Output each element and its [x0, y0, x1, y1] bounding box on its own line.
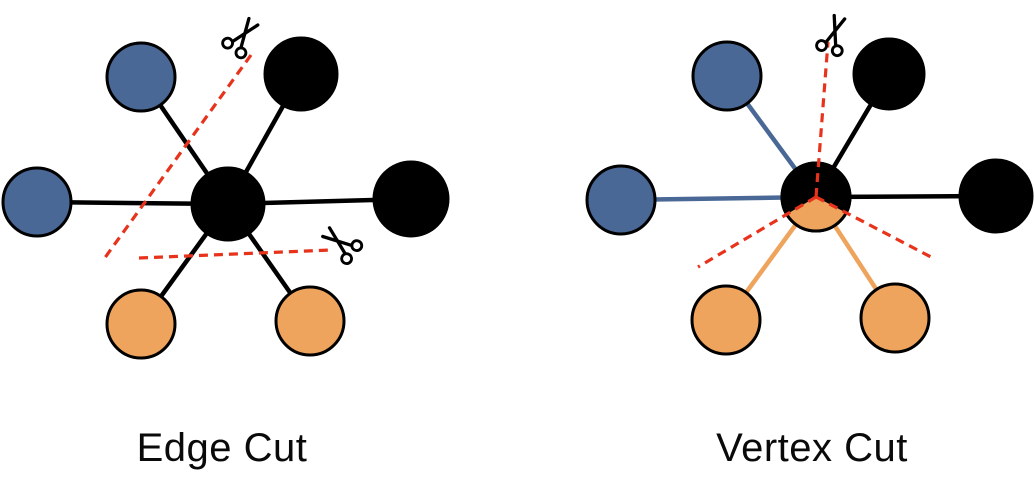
edge-cut-node-orange-bottom-right: [274, 285, 346, 357]
edge-cut-label: Edge Cut: [136, 426, 308, 470]
scissors-icon: [321, 226, 364, 266]
edge-cut-cut-line-1: [102, 54, 253, 260]
vertex-cut-diagram: [585, 13, 1034, 356]
edge-cut-node-black-top-right: [263, 36, 339, 112]
edge-cut-node-blue-top-left: [105, 41, 177, 113]
vertex-cut-cut-line-3: [815, 195, 932, 259]
edge-cut-diagram: [1, 16, 450, 360]
vertex-cut-node-orange-bottom-left: [690, 284, 762, 356]
edge-cut-node-blue-left: [1, 166, 73, 238]
edge-cut-node-orange-bottom-left: [105, 288, 177, 360]
vertex-cut-node-orange-bottom-right: [859, 282, 931, 354]
edge-cut-cut-line-2: [138, 248, 332, 260]
edge-cut-node-black-right: [372, 160, 450, 238]
vertex-cut-cut-line-2: [697, 195, 817, 269]
scissors-icon: [815, 13, 847, 58]
scissors-icon: [221, 16, 260, 60]
vertex-cut-label: Vertex Cut: [716, 426, 908, 470]
vertex-cut-center-node-outline: [780, 161, 852, 233]
vertex-cut-node-blue-left: [585, 164, 657, 236]
vertex-cut-node-black-top-right: [852, 37, 926, 111]
edge-cut-center-node: [190, 166, 266, 242]
vertex-cut-node-black-right: [958, 158, 1034, 234]
vertex-cut-cut-line-1: [814, 41, 830, 198]
vertex-cut-node-blue-top-left: [691, 40, 763, 112]
